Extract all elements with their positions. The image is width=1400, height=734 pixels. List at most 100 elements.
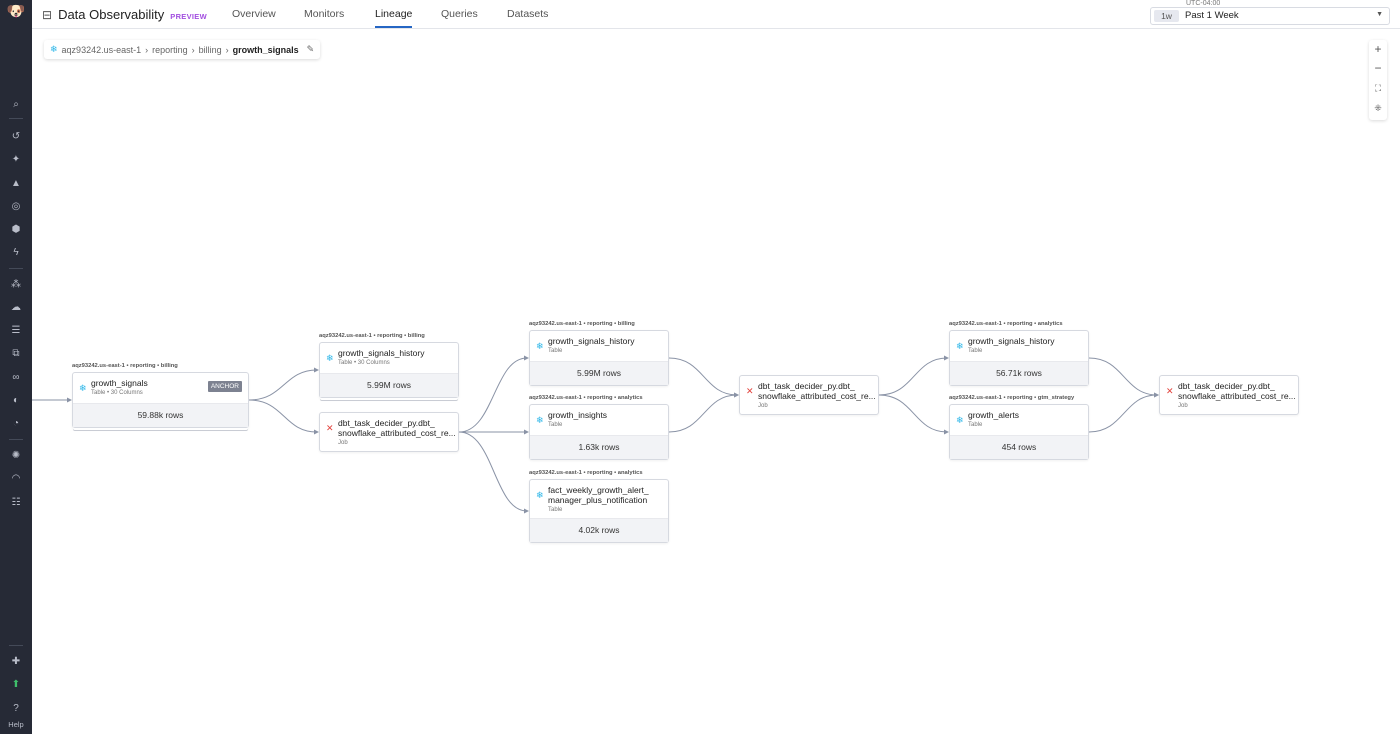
snowflake-icon: ❄ [326,353,334,363]
node-subtitle: Table [548,507,563,513]
edge-arrow [524,355,529,361]
snowflake-icon: ❄ [956,341,964,351]
app-title-row: ⊟ Data Observability PREVIEW [42,7,207,22]
edit-icon[interactable]: ✎ [306,44,315,54]
gauge-icon[interactable]: ◔ [12,418,20,429]
edge-arrow [524,508,529,514]
bug-icon[interactable]: ✺ [11,450,21,461]
chart-icon[interactable]: ▲ [11,178,21,189]
list-icon[interactable]: ☷ [11,497,21,508]
snowflake-icon: ❄ [536,341,544,351]
breadcrumb-current: growth_signals [232,44,299,55]
node-subtitle: Table [968,348,983,354]
tab-lineage[interactable]: Lineage [375,8,413,28]
lineage-edge [248,369,318,401]
snowflake-icon: ❄ [536,415,544,425]
node-subtitle: Job [338,440,348,446]
bolt-icon[interactable]: ϟ [13,247,19,258]
sidebar-divider [9,268,23,269]
node-subtitle: Job [1178,403,1188,409]
copy-icon[interactable]: ⧉ [12,348,20,359]
row-count: 4.02k rows [530,518,668,542]
node-subtitle: Table [968,422,983,428]
time-range-select[interactable]: 1w Past 1 Week ▼ [1150,7,1390,25]
zoom-out-icon[interactable]: − [1374,61,1382,75]
node-path: aqz93242.us-east-1 • reporting • billing [319,333,425,339]
lineage-edge [878,394,948,433]
sidebar-divider [9,439,23,440]
collapse-icon[interactable]: ⁜ [1374,103,1382,113]
tab-queries[interactable]: Queries [441,8,478,20]
speed-icon[interactable]: ◠ [11,473,21,484]
node-path: aqz93242.us-east-1 • reporting • analyti… [529,470,643,476]
tab-monitors[interactable]: Monitors [304,8,345,20]
tab-overview[interactable]: Overview [232,8,276,20]
lineage-edge [1088,394,1158,433]
job-node[interactable]: ✕dbt_task_decider_py.dbt_ snowflake_attr… [1159,375,1299,415]
node-subtitle: Job [758,403,768,409]
filter-icon[interactable]: ☰ [11,325,21,336]
sidebar: 🐶 ⌕ ↺ ✦ ▲ ◎ ⬢ ϟ ⁂ ☁ ☰ ⧉ ∞ ◐ ◔ ✺ ◠ ☷ ✚ ⬆ ? Help [0,0,32,734]
node-name: growth_signals_history [338,348,425,358]
breadcrumb-item[interactable]: reporting [152,44,188,55]
puzzle-icon[interactable]: ✚ [11,656,21,667]
shield-icon[interactable]: ◐ [12,395,20,406]
node-subtitle: Table [548,348,563,354]
row-count: 59.88k rows [73,403,248,427]
history-icon[interactable]: ↺ [11,131,21,142]
job-node[interactable]: ✕dbt_task_decider_py.dbt_ snowflake_attr… [739,375,879,415]
help-icon[interactable]: ? [13,703,19,714]
help-label[interactable]: Help [8,720,24,729]
node-header: ✕dbt_task_decider_py.dbt_ snowflake_attr… [1160,376,1298,414]
dbt-job-icon: ✕ [1166,386,1174,396]
fit-view-icon[interactable]: ⛶ [1374,83,1382,93]
upload-icon[interactable]: ⬆ [11,679,21,690]
lineage-edge [1088,357,1158,396]
target-icon[interactable]: ◎ [11,201,21,212]
breadcrumb-item[interactable]: aqz93242.us-east-1 [61,44,142,55]
cloud-icon[interactable]: ☁ [11,302,21,313]
node-header: ✕dbt_task_decider_py.dbt_ snowflake_attr… [740,376,878,414]
dbt-job-icon: ✕ [326,423,334,433]
dbt-job-icon: ✕ [746,386,754,396]
app-title: Data Observability [58,7,165,22]
edge-arrow [944,429,949,435]
sparkle-icon[interactable]: ✦ [11,154,21,165]
breadcrumb-item[interactable]: billing [198,44,222,55]
lineage-edge [668,357,738,396]
lineage-edge [458,357,528,433]
search-icon[interactable]: ⌕ [13,99,19,110]
nodes-icon[interactable]: ⁂ [11,279,21,290]
row-count: 56.71k rows [950,361,1088,385]
node-path: aqz93242.us-east-1 • reporting • billing [529,321,635,327]
timezone-label: UTC-04:00 [1186,0,1221,7]
tab-datasets[interactable]: Datasets [507,8,549,20]
link-icon[interactable]: ∞ [12,372,20,383]
node-name: fact_weekly_growth_alert_ manager_plus_n… [548,485,649,505]
node-subtitle: Table • 30 Columns [91,390,143,396]
app-icon: ⊟ [42,8,53,22]
node-name: growth_signals [91,378,148,388]
node-name: growth_signals_history [968,336,1055,346]
time-short: 1w [1154,10,1179,22]
table-node[interactable]: ❄fact_weekly_growth_alert_ manager_plus_… [529,479,669,543]
job-node[interactable]: ✕dbt_task_decider_py.dbt_ snowflake_attr… [319,412,459,452]
edge-arrow [524,429,529,435]
logo-icon[interactable]: 🐶 [6,3,26,20]
breadcrumb-separator: › [225,44,229,55]
zoom-in-icon[interactable]: + [1374,42,1382,56]
zoom-controls: + − ⛶ ⁜ [1369,40,1387,120]
node-path: aqz93242.us-east-1 • reporting • analyti… [949,321,1063,327]
node-name: growth_insights [548,410,608,420]
node-path: aqz93242.us-east-1 • reporting • analyti… [529,395,643,401]
cube-icon[interactable]: ⬢ [11,224,21,235]
row-count: 5.99M rows [320,373,458,397]
